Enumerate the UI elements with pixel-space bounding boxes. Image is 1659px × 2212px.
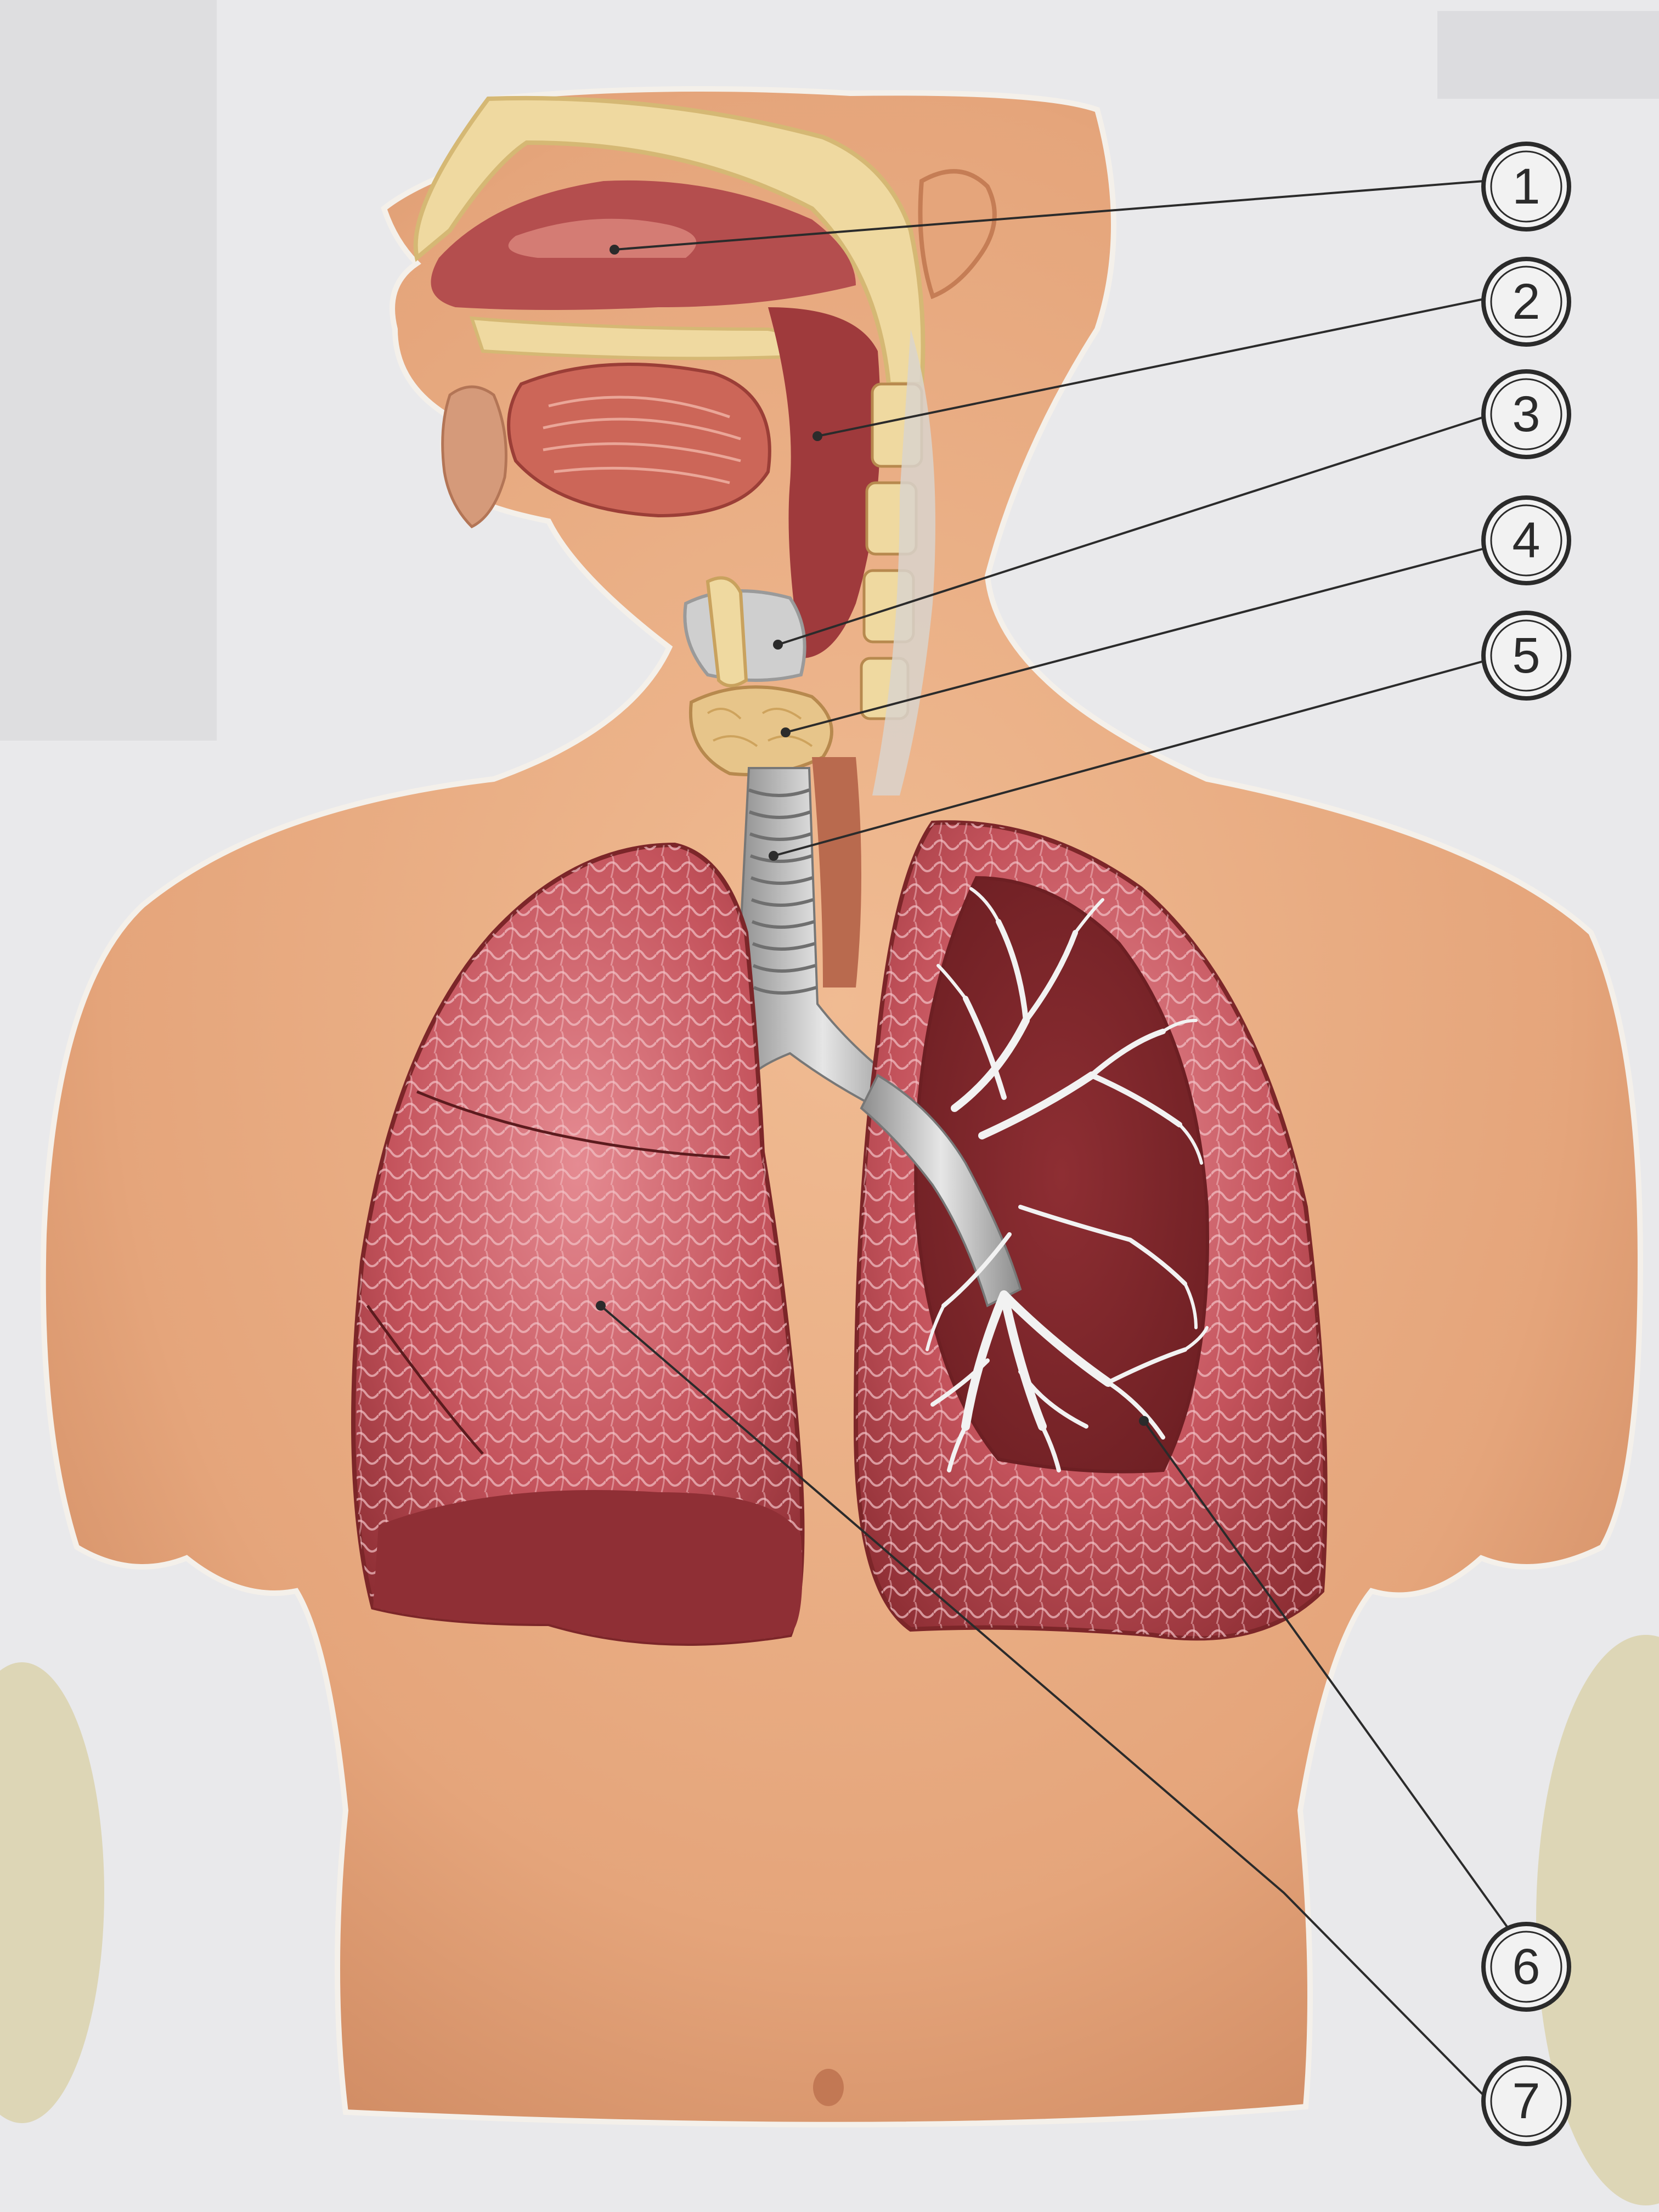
leader-line-7 xyxy=(600,1305,1485,2097)
paper-panel-right xyxy=(1437,11,1659,99)
paper-stain-left xyxy=(0,1662,104,2123)
paper-stain-right xyxy=(1536,1635,1659,2205)
callout-badge-2: 2 xyxy=(1481,257,1571,347)
callout-number-7: 7 xyxy=(1512,2073,1540,2129)
thyroid-texture xyxy=(707,708,813,747)
pharynx-shape xyxy=(768,307,881,658)
callout-number-4: 4 xyxy=(1512,512,1540,568)
leader-line-4 xyxy=(785,548,1485,733)
larynx-shape xyxy=(689,685,833,776)
hyoid xyxy=(706,576,748,687)
right-lung-base xyxy=(373,1490,803,1644)
callout-number-5: 5 xyxy=(1512,628,1540,684)
callout-badge-6: 6 xyxy=(1481,1922,1571,2012)
callout-badge-7: 7 xyxy=(1481,2056,1571,2146)
leader-lines xyxy=(600,180,1515,2097)
callout-number-6: 6 xyxy=(1512,1939,1540,1995)
leader-dots xyxy=(596,245,1149,1426)
navel xyxy=(813,2069,844,2106)
leader-line-3 xyxy=(777,416,1485,646)
callout-badge-5: 5 xyxy=(1481,611,1571,701)
callout-badge-1: 1 xyxy=(1481,142,1571,232)
main-bronchus xyxy=(860,1074,1022,1307)
esophagus xyxy=(812,757,861,988)
bronchial-tree-shape xyxy=(926,887,1209,1472)
ear xyxy=(918,169,997,300)
leader-line-2 xyxy=(817,298,1485,437)
leader-line-1 xyxy=(614,180,1485,251)
callout-number-1: 1 xyxy=(1512,159,1540,215)
callout-badge-4: 4 xyxy=(1481,495,1571,585)
callout-badge-3: 3 xyxy=(1481,369,1571,459)
callout-number-2: 2 xyxy=(1512,274,1540,330)
right-lung-fissure xyxy=(366,1090,730,1455)
lips-jaw xyxy=(441,385,507,529)
spinal-soft-tissue xyxy=(872,329,935,795)
leader-line-6 xyxy=(1143,1420,1515,1938)
skull-bone xyxy=(413,95,926,386)
paper-panel xyxy=(0,0,217,741)
tongue-fibers xyxy=(543,396,741,484)
nasal-conchae xyxy=(508,218,697,258)
leader-line-5 xyxy=(773,660,1485,857)
trachea-rings xyxy=(748,788,817,995)
callout-number-3: 3 xyxy=(1512,386,1540,442)
